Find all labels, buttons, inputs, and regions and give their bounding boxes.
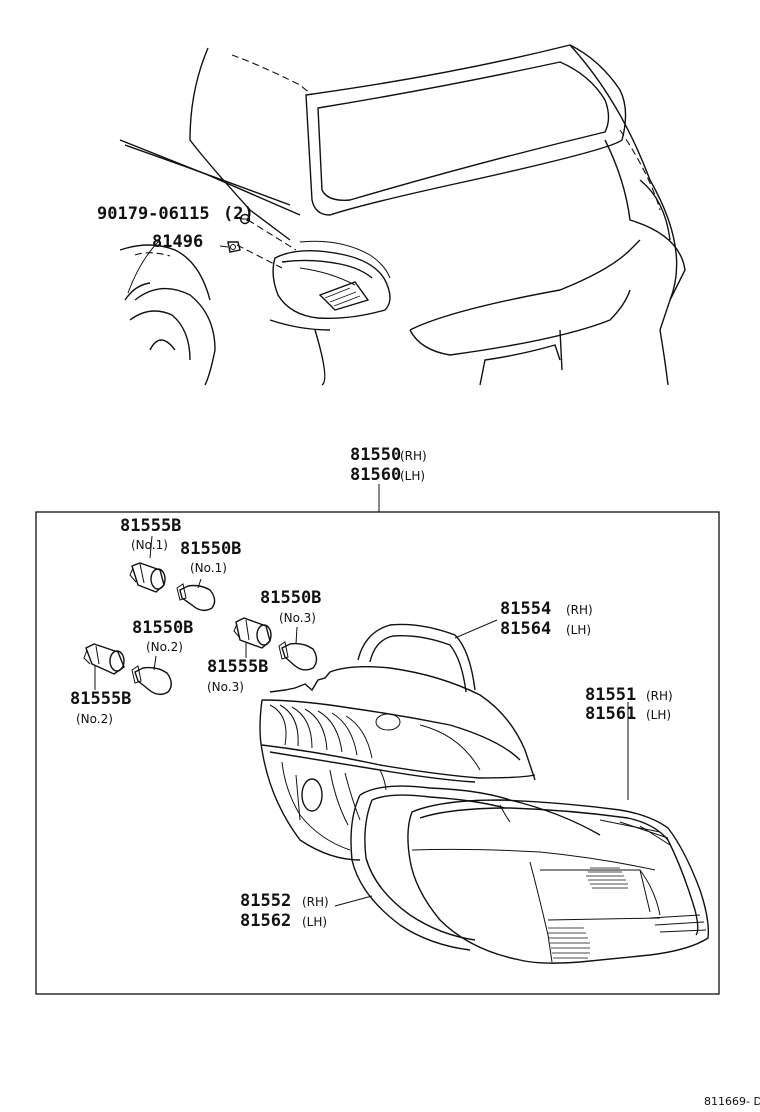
socket-no3-part-number: 81555B bbox=[207, 657, 268, 677]
gasket-lh-part-number: 81562 bbox=[240, 911, 291, 931]
assembly-lh-side-label: (LH) bbox=[400, 469, 425, 483]
bulb-no3-part-number: 81550B bbox=[260, 588, 321, 608]
gasket-rh-part-number: 81552 bbox=[240, 891, 291, 911]
bulb-no2-icon bbox=[131, 665, 172, 696]
bulb-no3-qualifier: (No.3) bbox=[279, 611, 316, 625]
socket-no2-part-number: 81555B bbox=[70, 689, 131, 709]
assembly-frame bbox=[35, 511, 720, 995]
socket-no2-qualifier: (No.2) bbox=[76, 712, 113, 726]
socket-no3-qualifier: (No.3) bbox=[207, 680, 244, 694]
bolt-quantity: (2) bbox=[223, 204, 254, 224]
socket-no1-icon bbox=[129, 562, 166, 593]
bulb-no1-icon bbox=[176, 583, 216, 612]
gasket-rh-side-label: (RH) bbox=[302, 895, 329, 909]
figure-reference-code: 811669- D bbox=[704, 1095, 760, 1108]
bulb-no2-qualifier: (No.2) bbox=[146, 640, 183, 654]
assembly-rh-part-number: 81550 bbox=[350, 445, 401, 465]
housing-lh-part-number: 81564 bbox=[500, 619, 551, 639]
lens-rh-side-label: (RH) bbox=[646, 689, 673, 703]
gasket-lh-side-label: (LH) bbox=[302, 915, 327, 929]
socket-no1-qualifier: (No.1) bbox=[131, 538, 168, 552]
socket-no3-icon bbox=[233, 617, 272, 658]
socket-no1-part-number: 81555B bbox=[120, 516, 181, 536]
bolt-part-number: 90179-06115 bbox=[97, 204, 210, 224]
lens-lh-side-label: (LH) bbox=[646, 708, 671, 722]
lens-lh-part-number: 81561 bbox=[585, 704, 636, 724]
bulb-no2-part-number: 81550B bbox=[132, 618, 193, 638]
bulb-no1-qualifier: (No.1) bbox=[190, 561, 227, 575]
assembly-rh-side-label: (RH) bbox=[400, 449, 427, 463]
assembly-lh-part-number: 81560 bbox=[350, 465, 401, 485]
bulb-no3-icon bbox=[278, 641, 318, 671]
lens-reflector-hatch bbox=[548, 867, 628, 959]
lamp-exploded-illustration bbox=[259, 619, 710, 964]
housing-rh-side-label: (RH) bbox=[566, 603, 593, 617]
housing-rh-part-number: 81554 bbox=[500, 599, 551, 619]
vehicle-rear-illustration bbox=[119, 44, 686, 386]
bulb-socket-group bbox=[83, 535, 318, 696]
housing-lh-side-label: (LH) bbox=[566, 623, 591, 637]
lens-rh-part-number: 81551 bbox=[585, 685, 636, 705]
socket-part-number: 81496 bbox=[152, 232, 203, 252]
socket-no2-icon bbox=[83, 643, 125, 690]
bulb-no1-part-number: 81550B bbox=[180, 539, 241, 559]
